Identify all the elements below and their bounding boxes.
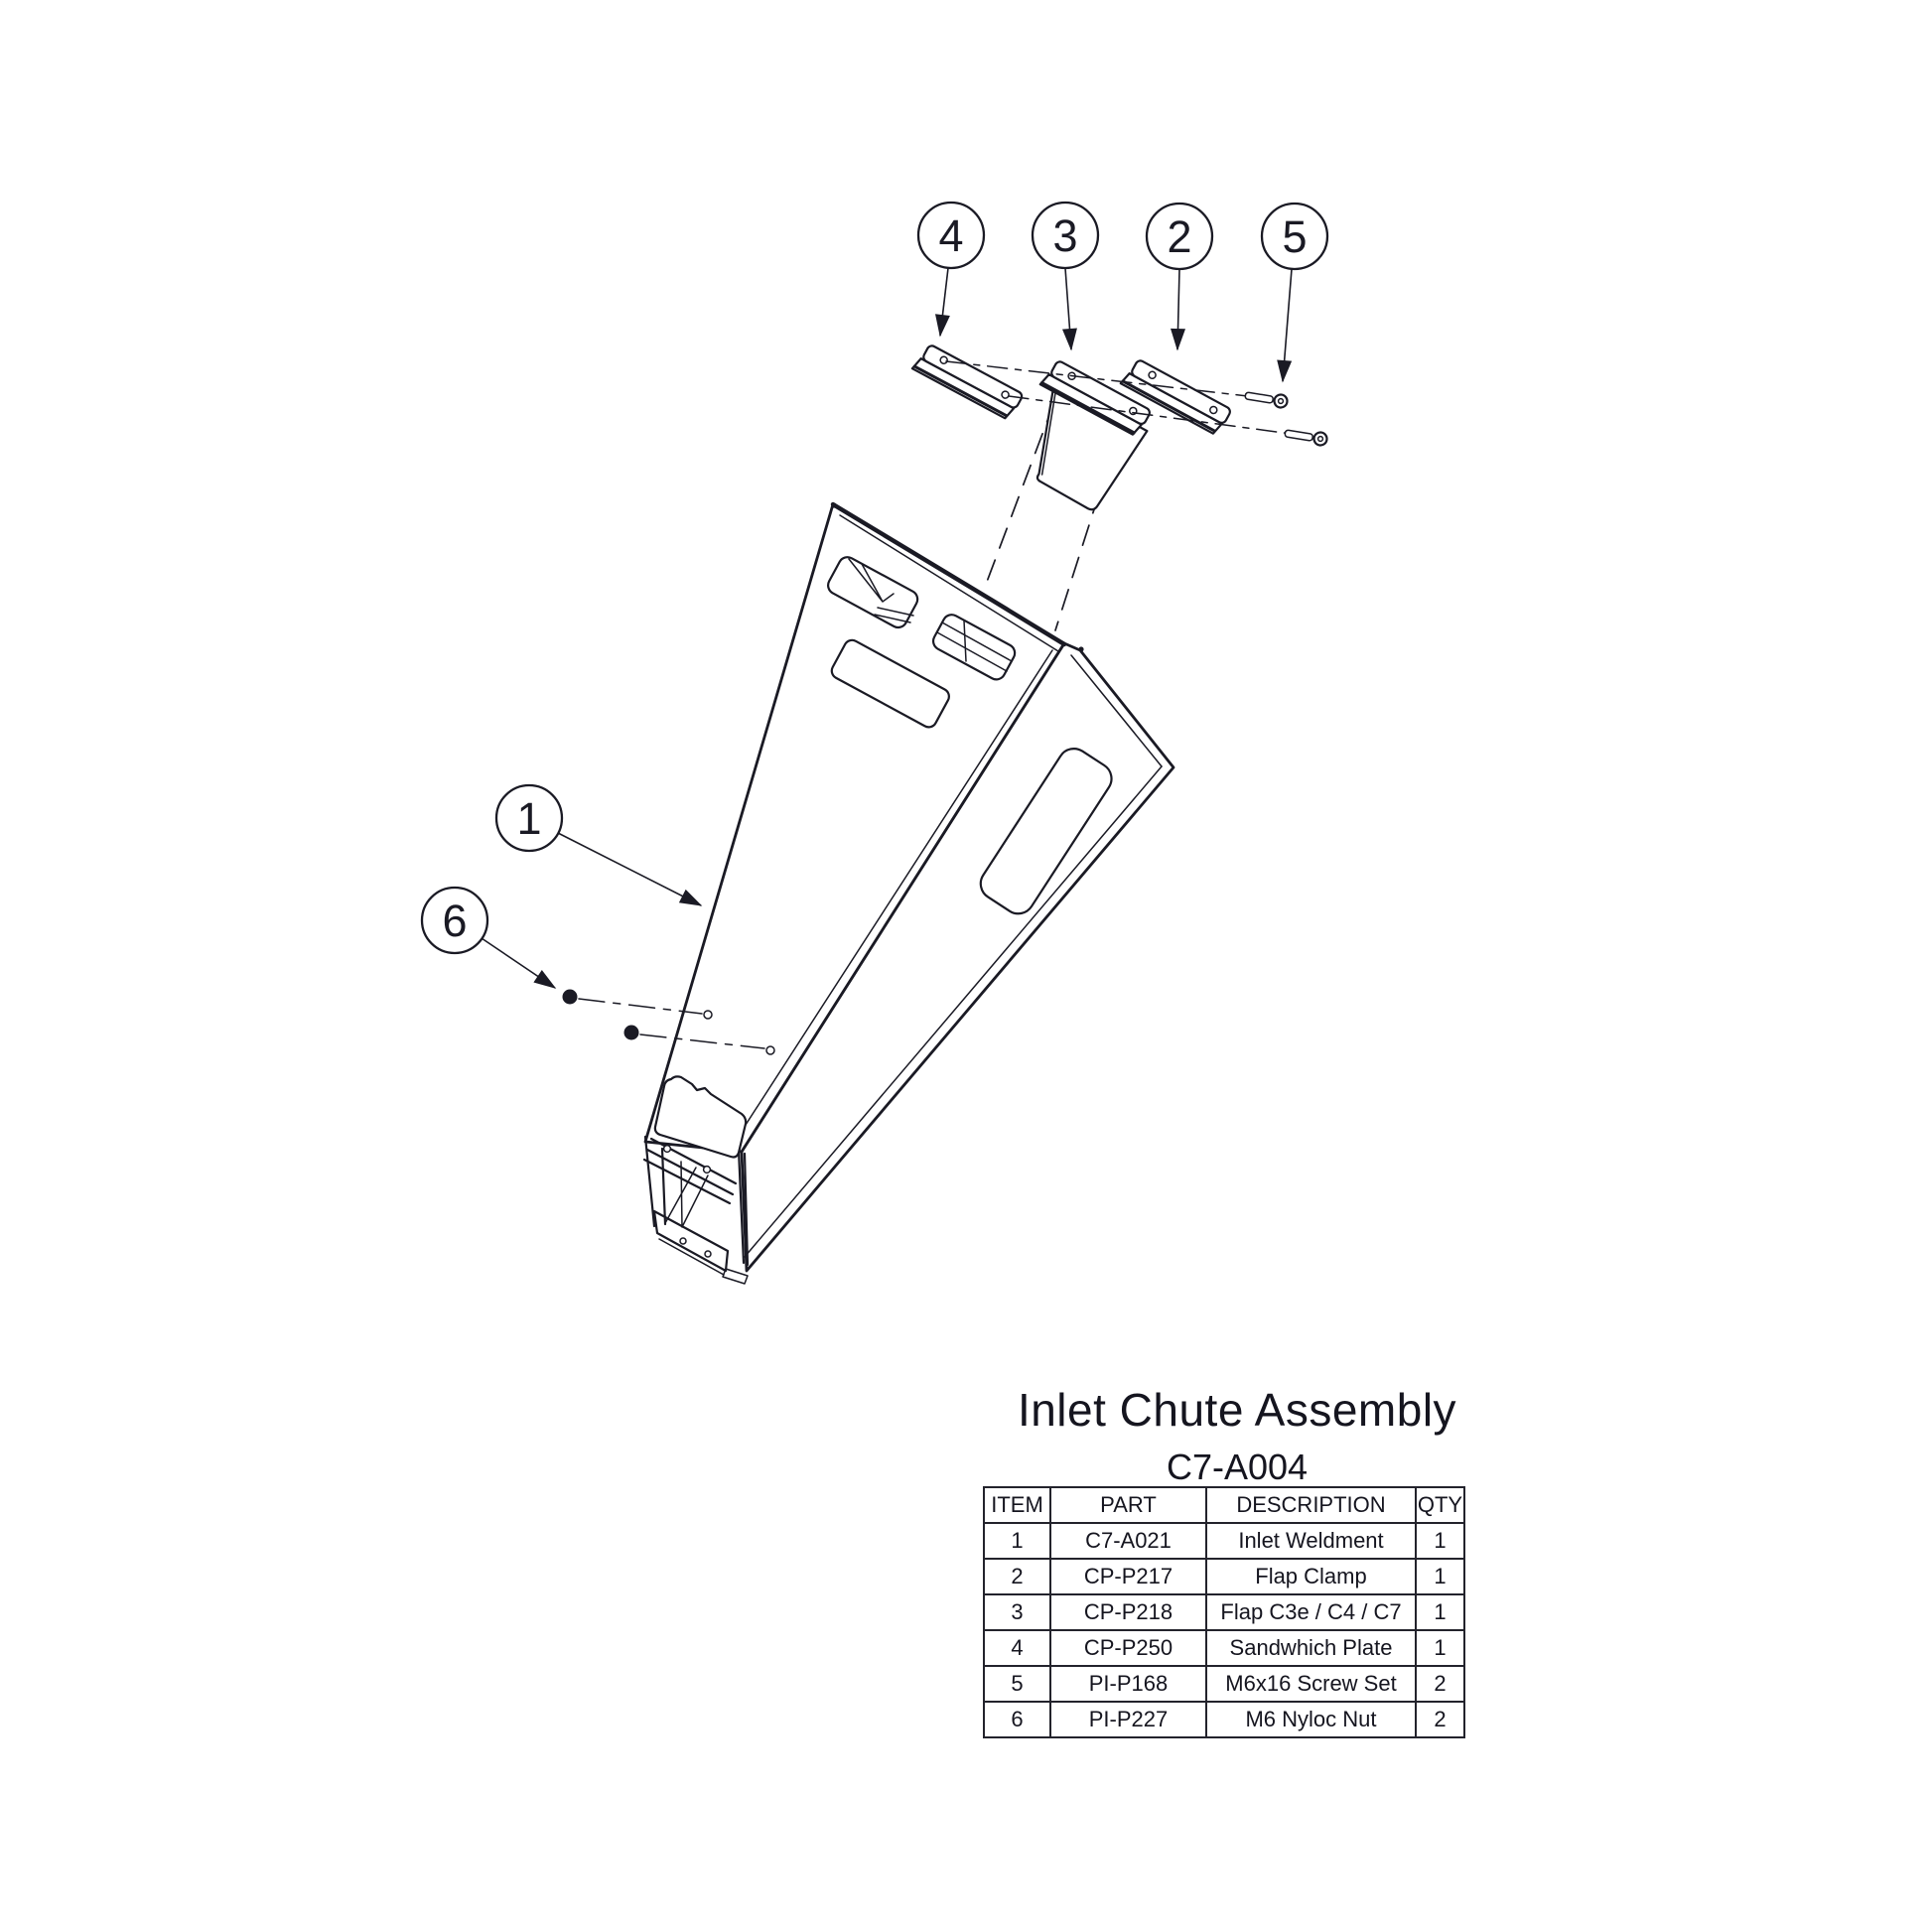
- bom-cell-part: CP-P218: [1049, 1593, 1207, 1631]
- bom-cell-description: Sandwhich Plate: [1205, 1629, 1417, 1667]
- balloon-2-label: 2: [1167, 211, 1191, 262]
- bom-cell-item: 1: [983, 1522, 1051, 1560]
- bom-cell-item: 5: [983, 1665, 1051, 1703]
- fastener-centerlines: [945, 360, 1308, 437]
- bom-cell-part: CP-P250: [1049, 1629, 1207, 1667]
- balloon-4: 4: [916, 201, 986, 338]
- bom-row: 4 CP-P250 Sandwhich Plate 1: [983, 1629, 1465, 1667]
- balloon-5: 5: [1260, 202, 1329, 383]
- balloon-3-label: 3: [1052, 210, 1077, 261]
- bom-cell-item: 4: [983, 1629, 1051, 1667]
- balloon-1-label: 1: [516, 793, 541, 844]
- bom-cell-item: 6: [983, 1701, 1051, 1738]
- balloon-6: 6: [420, 886, 557, 989]
- bom-cell-qty: 1: [1415, 1593, 1465, 1631]
- part-screw-2: [1284, 429, 1328, 447]
- bom-cell-qty: 1: [1415, 1629, 1465, 1667]
- bom-header-qty: QTY: [1415, 1486, 1465, 1524]
- part-flap: [1035, 360, 1151, 511]
- bom-cell-part: PI-P227: [1049, 1701, 1207, 1738]
- balloon-5-label: 5: [1282, 211, 1307, 262]
- bom-header-item: ITEM: [983, 1486, 1051, 1524]
- bom-header-row: ITEM PART DESCRIPTION QTY: [983, 1486, 1465, 1524]
- bom-cell-description: Flap Clamp: [1205, 1558, 1417, 1595]
- bom-cell-qty: 2: [1415, 1665, 1465, 1703]
- bom-cell-description: M6 Nyloc Nut: [1205, 1701, 1417, 1738]
- bom-cell-item: 2: [983, 1558, 1051, 1595]
- bom-row: 5 PI-P168 M6x16 Screw Set 2: [983, 1665, 1465, 1703]
- drawing-title: Inlet Chute Assembly: [1017, 1384, 1457, 1436]
- title-block: Inlet Chute Assembly C7-A004: [890, 1384, 1585, 1487]
- balloon-6-label: 6: [442, 896, 467, 946]
- bom-row: 1 C7-A021 Inlet Weldment 1: [983, 1522, 1465, 1560]
- part-inlet-weldment: [642, 501, 1175, 1285]
- drawing-part-number: C7-A004: [1166, 1447, 1309, 1487]
- bom-row: 6 PI-P227 M6 Nyloc Nut 2: [983, 1701, 1465, 1738]
- bom-cell-description: M6x16 Screw Set: [1205, 1665, 1417, 1703]
- grille-cutout: [931, 614, 1017, 681]
- part-nyloc-nuts: [562, 989, 765, 1049]
- bom-cell-description: Inlet Weldment: [1205, 1522, 1417, 1560]
- part-flap-clamp: [1119, 359, 1231, 435]
- bom-row: 2 CP-P217 Flap Clamp 1: [983, 1558, 1465, 1595]
- bom-cell-description: Flap C3e / C4 / C7: [1205, 1593, 1417, 1631]
- bom-cell-qty: 2: [1415, 1701, 1465, 1738]
- balloon-1: 1: [494, 783, 703, 906]
- bom-cell-item: 3: [983, 1593, 1051, 1631]
- bom-row: 3 CP-P218 Flap C3e / C4 / C7 1: [983, 1593, 1465, 1631]
- balloon-callouts: 4 3 2 5 1: [420, 201, 1329, 989]
- bom-cell-qty: 1: [1415, 1522, 1465, 1560]
- balloon-4-label: 4: [938, 210, 963, 261]
- inlet-scoop-cutout: [827, 556, 919, 629]
- balloon-2: 2: [1145, 202, 1214, 351]
- balloon-3: 3: [1031, 201, 1100, 351]
- bom-header-part: PART: [1049, 1486, 1207, 1524]
- outlet-spout: [642, 1075, 750, 1285]
- part-screw-1: [1244, 391, 1289, 409]
- bom-header-description: DESCRIPTION: [1205, 1486, 1417, 1524]
- bom-cell-part: C7-A021: [1049, 1522, 1207, 1560]
- bom-cell-part: PI-P168: [1049, 1665, 1207, 1703]
- part-sandwich-plate: [910, 345, 1024, 420]
- bom-table: ITEM PART DESCRIPTION QTY 1 C7-A021 Inle…: [983, 1486, 1465, 1738]
- bom-cell-part: CP-P217: [1049, 1558, 1207, 1595]
- bom-cell-qty: 1: [1415, 1558, 1465, 1595]
